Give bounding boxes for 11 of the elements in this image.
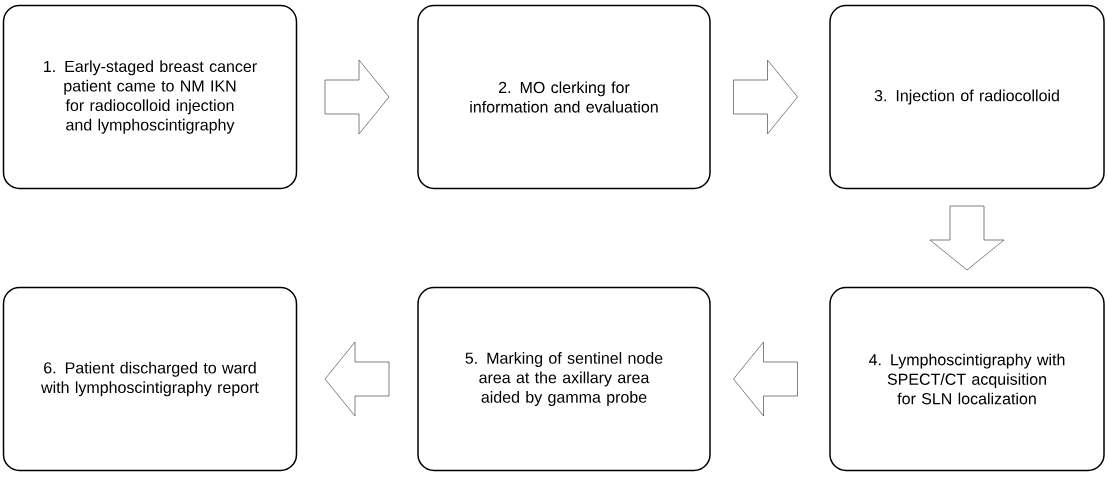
process-box: 3. Injection of radiocolloid bbox=[829, 4, 1105, 190]
block-arrow bbox=[929, 205, 1005, 271]
block-arrow bbox=[733, 341, 798, 417]
process-box: 5. Marking of sentinel node area at the axillary area aided by gamma probe bbox=[417, 286, 711, 472]
process-box: 4. Lymphoscintigraphy with SPECT/CT acquisition for SLN localization bbox=[829, 286, 1105, 472]
process-box: 2. MO clerking for information and evaluation bbox=[417, 4, 711, 190]
block-arrow bbox=[324, 59, 390, 135]
process-box: 1. Early-staged breast cancer patient came to NM IKN for radiocolloid injection and lymphoscintigraphy bbox=[2, 4, 298, 190]
block-arrow bbox=[733, 59, 798, 135]
block-arrow bbox=[324, 341, 390, 417]
process-box: 6. Patient discharged to ward with lymphoscintigraphy report bbox=[2, 286, 298, 472]
